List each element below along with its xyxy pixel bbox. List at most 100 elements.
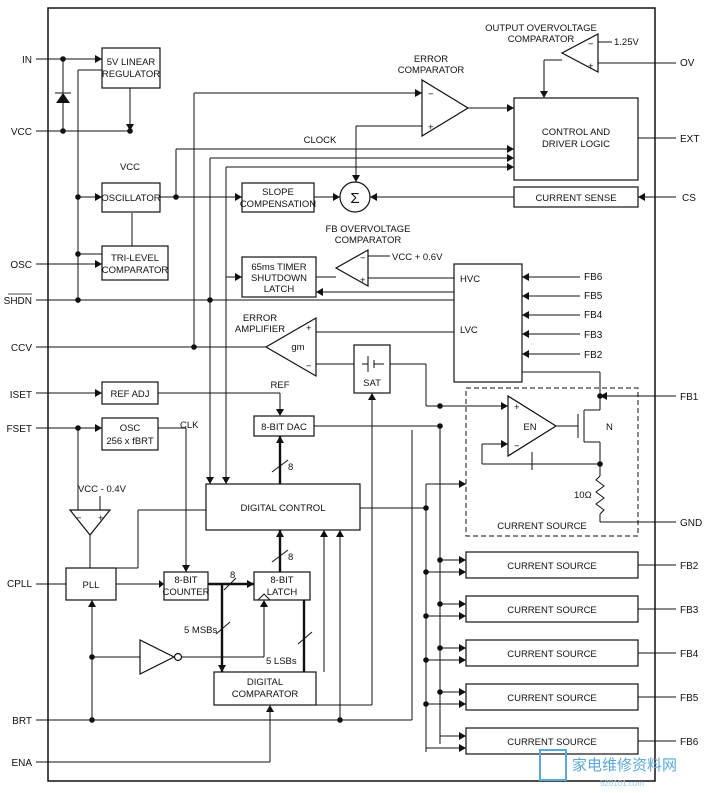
fb-ov-comparator: − + VCC + 0.6V FB OVERVOLTAGE COMPARATOR [326, 224, 443, 288]
pin-osc: OSC [10, 260, 32, 271]
pin-ext: EXT [680, 134, 699, 145]
current-sense-block: CURRENT SENSE [513, 186, 639, 208]
bits-8-latch: 8 [288, 552, 293, 563]
svg-text:−: − [514, 441, 520, 452]
svg-text:10Ω: 10Ω [574, 490, 592, 501]
osc-256-block: OSC 256 x fBRT [101, 417, 159, 451]
svg-text:+: + [428, 122, 434, 133]
bits-8-dac: 8 [288, 462, 293, 473]
tri-level-comparator-block: TRI-LEVEL COMPARATOR [101, 245, 169, 281]
svg-text:COUNTER: COUNTER [163, 587, 210, 598]
slope-compensation-block: SLOPE COMPENSATION [240, 182, 316, 213]
svg-text:REGULATOR: REGULATOR [102, 69, 160, 80]
oscillator-block: OSCILLATOR [101, 182, 161, 213]
pin-shdn: SHDN [4, 296, 32, 307]
pll-block: PLL [65, 567, 117, 601]
svg-text:65ms TIMER: 65ms TIMER [251, 262, 306, 273]
svg-text:ERROR: ERROR [414, 54, 448, 65]
svg-text:CONTROL AND: CONTROL AND [542, 127, 610, 138]
svg-text:FB OVERVOLTAGE: FB OVERVOLTAGE [326, 224, 411, 235]
svg-text:+: + [306, 323, 312, 334]
pin-fb1: FB1 [680, 392, 699, 403]
latch-block: 8-BIT LATCH [253, 571, 311, 601]
svg-text:REF ADJ: REF ADJ [110, 389, 149, 400]
pin-cs-fb4: FB4 [680, 649, 699, 660]
sat-block: SAT [353, 344, 391, 394]
pin-ov: OV [680, 58, 695, 69]
svg-text:LATCH: LATCH [264, 284, 295, 295]
svg-text:+: + [588, 61, 594, 72]
svg-text:DIGITAL CONTROL: DIGITAL CONTROL [241, 503, 326, 514]
digital-comparator-block: DIGITAL COMPARATOR [213, 671, 317, 706]
error-comparator: − + ERROR COMPARATOR [398, 54, 470, 138]
svg-text:LATCH: LATCH [267, 587, 298, 598]
arrows [88, 55, 645, 752]
dac-block: 8-BIT DAC [253, 415, 315, 437]
svg-text:Σ: Σ [350, 190, 359, 207]
svg-text:VCC - 0.4V: VCC - 0.4V [78, 484, 127, 495]
svg-text:COMPARATOR: COMPARATOR [335, 235, 402, 246]
lsbs-label: 5 LSBs [266, 656, 297, 667]
svg-text:CURRENT SOURCE: CURRENT SOURCE [507, 693, 597, 704]
chip-outline [47, 7, 656, 782]
svg-text:ERROR: ERROR [243, 313, 277, 324]
pin-iset: ISET [10, 390, 32, 401]
ref-label: REF [271, 380, 290, 391]
svg-text:+: + [514, 402, 520, 413]
svg-text:8-BIT: 8-BIT [174, 575, 197, 586]
pin-gnd: GND [680, 518, 702, 529]
clock-label: CLOCK [304, 135, 337, 146]
svg-text:+: + [360, 275, 366, 286]
svg-text:COMPARATOR: COMPARATOR [398, 65, 465, 76]
right-pins: OV EXT CS FB6 FB5 FB4 FB3 FB2 FB1 GND FB… [584, 58, 702, 748]
svg-text:COMPARATOR: COMPARATOR [508, 34, 575, 45]
inverter [139, 639, 183, 675]
svg-text:DIGITAL: DIGITAL [247, 677, 283, 688]
pin-ena: ENA [11, 758, 32, 769]
msbs-label: 5 MSBs [184, 625, 218, 636]
svg-text:−: − [76, 513, 82, 524]
pin-in: IN [22, 55, 32, 66]
bits-8-counter: 8 [230, 570, 235, 581]
svg-text:256 x fBRT: 256 x fBRT [106, 436, 154, 447]
svg-text:DRIVER LOGIC: DRIVER LOGIC [542, 139, 610, 150]
svg-text:CURRENT SOURCE: CURRENT SOURCE [507, 605, 597, 616]
svg-text:−: − [306, 361, 312, 372]
svg-text:OSC: OSC [120, 423, 141, 434]
current-source-fb5: CURRENT SOURCE [465, 683, 639, 711]
svg-text:CURRENT SENSE: CURRENT SENSE [535, 193, 616, 204]
svg-text:VCC + 0.6V: VCC + 0.6V [392, 252, 443, 263]
svg-text:OSCILLATOR: OSCILLATOR [101, 193, 160, 204]
watermark: 家电维修资料网 520101.com [539, 749, 677, 788]
current-source-fb4: CURRENT SOURCE [465, 639, 639, 667]
summing-junction: Σ [339, 181, 371, 213]
svg-text:COMPARATOR: COMPARATOR [102, 265, 169, 276]
svg-text:SAT: SAT [363, 378, 381, 389]
svg-text:CURRENT SOURCE: CURRENT SOURCE [507, 649, 597, 660]
svg-text:LVC: LVC [460, 325, 478, 336]
svg-text:+: + [98, 513, 104, 524]
svg-text:CURRENT SOURCE: CURRENT SOURCE [507, 561, 597, 572]
svg-text:N: N [606, 422, 613, 433]
pin-fb2: FB2 [584, 350, 603, 361]
svg-text:8-BIT: 8-BIT [270, 575, 293, 586]
svg-text:COMPARATOR: COMPARATOR [232, 689, 299, 700]
pin-cs: CS [682, 193, 696, 204]
dashed-current-source: + − EN N 10Ω CURRENT SOURCE [465, 387, 639, 537]
hvc-lvc-block: HVC LVC [453, 263, 523, 383]
digital-control-block: DIGITAL CONTROL [205, 483, 361, 531]
left-pins: IN VCC OSC SHDN CCV ISET FSET CPLL BRT E… [4, 55, 33, 769]
output-ov-comparator: − + 1.25V OUTPUT OVERVOLTAGE COMPARATOR [485, 23, 639, 73]
pin-cs-fb6: FB6 [680, 737, 699, 748]
svg-text:COMPENSATION: COMPENSATION [240, 199, 316, 210]
pin-brt: BRT [12, 716, 32, 727]
svg-text:HVC: HVC [460, 274, 480, 285]
pin-cs-fb5: FB5 [680, 693, 699, 704]
vcc-regulator-label: VCC [120, 162, 140, 173]
current-source-fb2: CURRENT SOURCE [465, 551, 639, 579]
svg-text:OUTPUT OVERVOLTAGE: OUTPUT OVERVOLTAGE [485, 23, 597, 34]
svg-text:EN: EN [523, 422, 536, 433]
junction-dots [60, 56, 603, 723]
vcc-minus-comparator: VCC - 0.4V − + [68, 484, 127, 536]
pin-fset: FSET [6, 424, 32, 435]
